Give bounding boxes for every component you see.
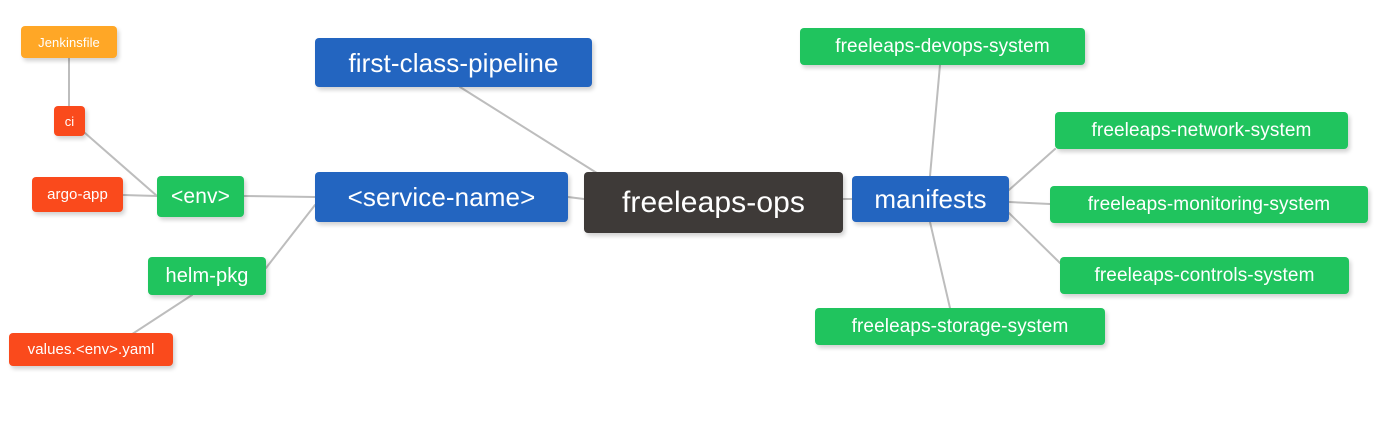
mindmap-node-label: first-class-pipeline (348, 47, 559, 78)
mindmap-node-label: freeleaps-monitoring-system (1087, 194, 1331, 215)
mindmap-node-freeleaps-devops-system[interactable]: freeleaps-devops-system (800, 28, 1085, 65)
edge-manifests-to-freeleaps-devops-system (929, 64, 941, 177)
mindmap-node-freeleaps-network-system[interactable]: freeleaps-network-system (1055, 112, 1348, 149)
mindmap-node-label: values.<env>.yaml (27, 341, 155, 358)
mindmap-node-label: <service-name> (347, 182, 536, 212)
mindmap-node-freeleaps-ops[interactable]: freeleaps-ops (584, 172, 843, 233)
mindmap-node-label: manifests (874, 184, 987, 214)
mindmap-node-label: freeleaps-devops-system (835, 36, 1050, 57)
mindmap-node-label: freeleaps-storage-system (851, 316, 1069, 337)
mindmap-node-label: freeleaps-network-system (1091, 120, 1312, 141)
edge-first-class-pipeline-to-freeleaps-ops (459, 86, 601, 176)
mindmap-node-jenkinsfile[interactable]: Jenkinsfile (21, 26, 117, 58)
mindmap-node-label: freeleaps-controls-system (1094, 265, 1315, 286)
edge-manifests-to-freeleaps-monitoring-system (1008, 201, 1051, 205)
mindmap-node-env[interactable]: <env> (157, 176, 244, 217)
mindmap-node-argo-app[interactable]: argo-app (32, 177, 123, 212)
mindmap-node-label: <env> (171, 185, 230, 208)
mindmap-node-label: freeleaps-ops (621, 185, 806, 219)
mindmap-node-service-name[interactable]: <service-name> (315, 172, 568, 222)
mindmap-node-freeleaps-monitoring-system[interactable]: freeleaps-monitoring-system (1050, 186, 1368, 223)
mindmap-node-label: helm-pkg (165, 265, 249, 287)
edge-manifests-to-freeleaps-storage-system (929, 221, 951, 309)
edge-service-name-to-freeleaps-ops (567, 196, 585, 200)
mindmap-node-label: ci (64, 113, 75, 129)
edge-manifests-to-freeleaps-network-system (1008, 148, 1056, 191)
mindmap-node-label: argo-app (47, 186, 108, 203)
edge-argo-app-to-env (122, 194, 158, 197)
mindmap-node-freeleaps-storage-system[interactable]: freeleaps-storage-system (815, 308, 1105, 345)
edge-env-to-service-name (243, 195, 316, 198)
mindmap-node-freeleaps-controls-system[interactable]: freeleaps-controls-system (1060, 257, 1349, 294)
mindmap-node-values-env-yaml[interactable]: values.<env>.yaml (9, 333, 173, 366)
mindmap-node-ci[interactable]: ci (54, 106, 85, 136)
mindmap-node-first-class-pipeline[interactable]: first-class-pipeline (315, 38, 592, 87)
mindmap-node-helm-pkg[interactable]: helm-pkg (148, 257, 266, 295)
edge-service-name-to-helm-pkg (265, 204, 316, 269)
mindmap-node-label: Jenkinsfile (38, 34, 100, 50)
mindmap-node-manifests[interactable]: manifests (852, 176, 1009, 222)
